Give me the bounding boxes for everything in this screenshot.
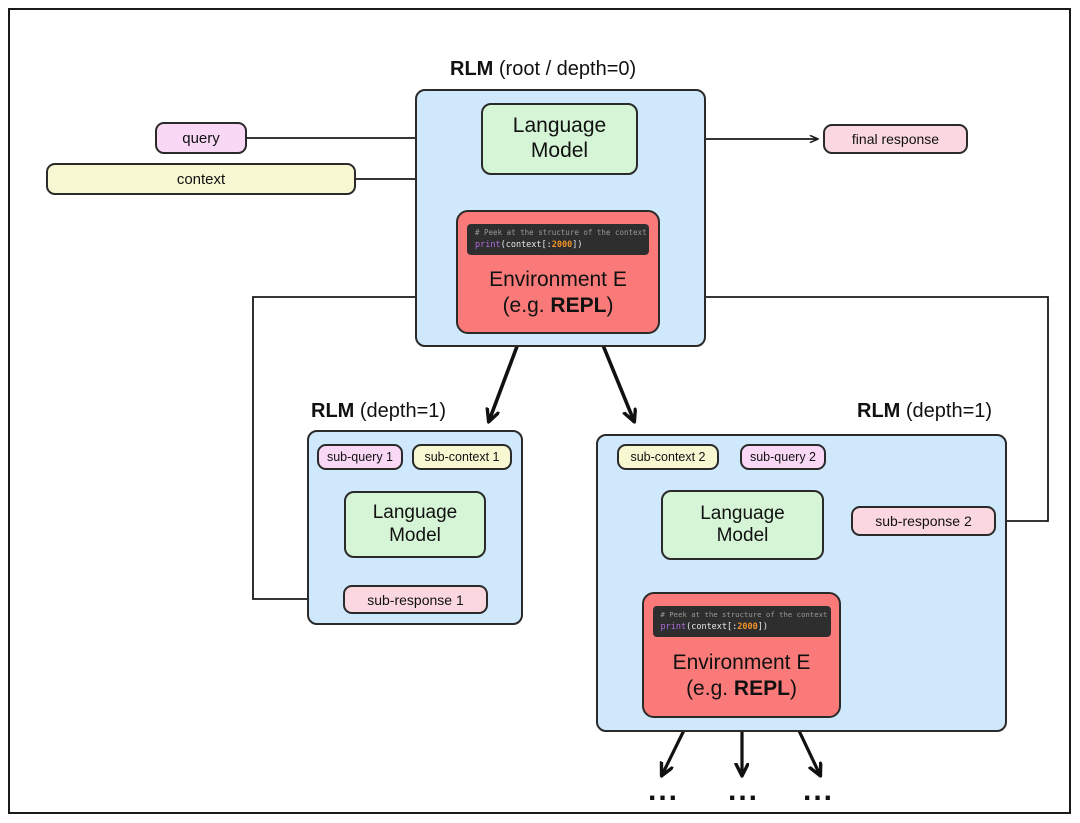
right-child-env-suffix: ): [789, 677, 797, 701]
right-child-environment: # Peek at the structure of the context p…: [642, 592, 841, 718]
context-pill[interactable]: context: [46, 163, 356, 195]
right-child-title-rest: (depth=1): [900, 400, 993, 422]
root-env-prefix: (e.g.: [502, 294, 551, 318]
sub-context-2-label: sub-context 2: [630, 450, 706, 464]
right-child-rlm-title: RLM (depth=1): [857, 400, 992, 423]
left-child-title-rest: (depth=1): [354, 400, 447, 422]
root-rlm-title: RLM (root / depth=0): [450, 58, 636, 81]
root-lm-line2: Model: [530, 139, 589, 162]
right-child-language-model: Language Model: [661, 490, 824, 560]
sub-response-1-label: sub-response 1: [367, 591, 464, 608]
sub-context-1-label: sub-context 1: [424, 450, 500, 464]
sub-query-1-pill[interactable]: sub-query 1: [317, 444, 403, 470]
sub-query-2-pill[interactable]: sub-query 2: [740, 444, 826, 470]
right-child-code-block: # Peek at the structure of the context p…: [652, 606, 831, 637]
right-child-code-number: 2000: [737, 621, 758, 632]
query-label: query: [182, 129, 220, 147]
sub-response-2-label: sub-response 2: [875, 513, 972, 529]
right-child-environment-label: Environment E: [672, 650, 811, 674]
left-child-language-model: Language Model: [344, 491, 486, 558]
root-language-model: Language Model: [481, 103, 638, 175]
sub-context-2-pill[interactable]: sub-context 2: [617, 444, 719, 470]
root-code-number: 2000: [551, 239, 573, 250]
left-child-lm-line2: Model: [389, 524, 441, 546]
root-code-open: (context[:: [500, 239, 552, 250]
sub-context-1-pill[interactable]: sub-context 1: [412, 444, 512, 470]
right-child-lm-line1: Language: [700, 502, 785, 524]
right-child-code-comment: # Peek at the structure of the context: [660, 610, 828, 619]
ellipsis-1: ...: [648, 774, 680, 807]
right-child-env-prefix: (e.g.: [686, 677, 734, 701]
right-child-env-repl: REPL: [733, 677, 790, 701]
sub-response-1-pill[interactable]: sub-response 1: [343, 585, 488, 614]
ellipsis-2: ...: [728, 774, 760, 807]
root-code-fn: print: [475, 239, 501, 250]
final-response-label: final response: [851, 131, 940, 147]
final-response-pill[interactable]: final response: [823, 124, 968, 154]
root-env-repl: REPL: [550, 294, 607, 318]
root-environment: # Peek at the structure of the context p…: [456, 210, 660, 334]
outer-border: [8, 8, 1071, 814]
root-code-comment: # Peek at the structure of the context: [475, 228, 647, 237]
root-env-suffix: ): [606, 294, 614, 318]
root-environment-label: Environment E: [489, 267, 627, 291]
root-code-close: ]): [572, 239, 583, 250]
ellipsis-3: ...: [803, 774, 835, 807]
left-child-lm-line1: Language: [372, 502, 458, 524]
right-child-code-close: ]): [757, 621, 769, 632]
right-child-code-fn: print: [660, 621, 687, 632]
right-child-title-bold: RLM: [857, 400, 901, 422]
root-code-block: # Peek at the structure of the context p…: [467, 224, 649, 255]
query-pill[interactable]: query: [155, 122, 247, 154]
root-rlm-title-bold: RLM: [450, 58, 494, 80]
right-child-code-open: (context[:: [686, 621, 738, 632]
left-child-rlm-title: RLM (depth=1): [311, 400, 446, 423]
right-child-environment-sublabel: (e.g. REPL): [644, 677, 839, 702]
sub-query-2-label: sub-query 2: [749, 450, 816, 464]
right-child-lm-line2: Model: [716, 525, 769, 546]
root-rlm-title-rest: (root / depth=0): [493, 58, 637, 80]
context-label: context: [176, 170, 226, 188]
sub-query-1-label: sub-query 1: [326, 450, 393, 464]
root-environment-sublabel: (e.g. REPL): [458, 294, 658, 319]
sub-response-2-pill[interactable]: sub-response 2: [851, 506, 996, 536]
left-child-title-bold: RLM: [311, 400, 355, 422]
root-lm-line1: Language: [512, 114, 607, 138]
